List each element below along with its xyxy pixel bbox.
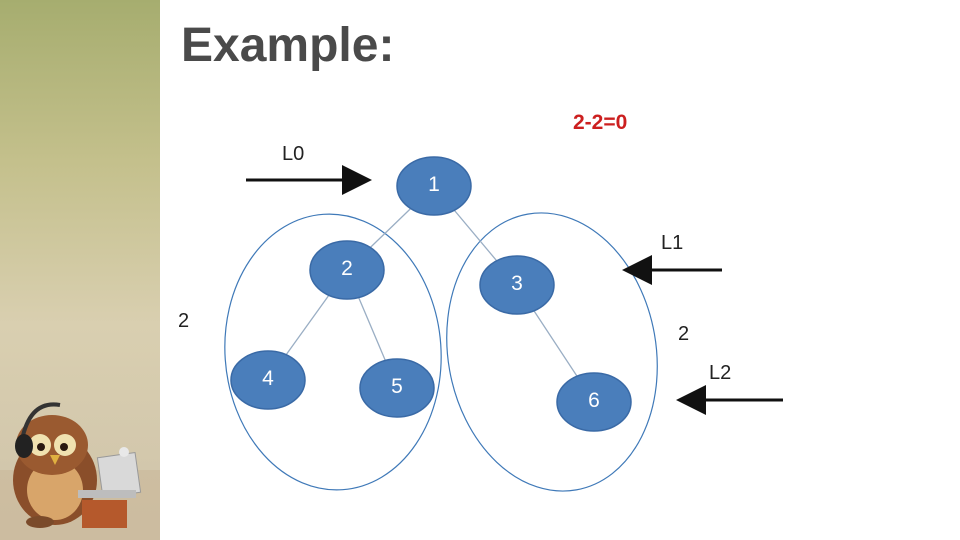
left-subtree-height: 2 bbox=[178, 310, 190, 332]
owl-with-laptop-image bbox=[0, 402, 160, 540]
decorative-photo-panel bbox=[0, 0, 160, 540]
tree-node-label-6: 6 bbox=[588, 389, 600, 412]
left-subtree-ellipse bbox=[224, 213, 442, 491]
level-label-l2: L2 bbox=[709, 362, 732, 384]
page-title: Example: bbox=[181, 19, 395, 72]
level-label-l1: L1 bbox=[661, 232, 684, 254]
tree-node-5 bbox=[359, 358, 435, 418]
tree-node-label-4: 4 bbox=[262, 367, 274, 390]
tree-node-4 bbox=[230, 350, 306, 410]
tree-node-6 bbox=[556, 372, 632, 432]
tree-node-label-3: 3 bbox=[511, 272, 523, 295]
right-subtree-ellipse bbox=[446, 212, 658, 492]
result-equation: 2-2=0 bbox=[573, 111, 628, 134]
tree-node-label-2: 2 bbox=[341, 257, 353, 280]
tree-node-label-5: 5 bbox=[391, 375, 403, 398]
level-label-l0: L0 bbox=[282, 143, 305, 165]
tree-node-2 bbox=[309, 240, 385, 300]
right-subtree-height: 2 bbox=[678, 323, 690, 345]
tree-node-label-1: 1 bbox=[428, 173, 440, 196]
tree-node-3 bbox=[479, 255, 555, 315]
tree-node-1 bbox=[396, 156, 472, 216]
